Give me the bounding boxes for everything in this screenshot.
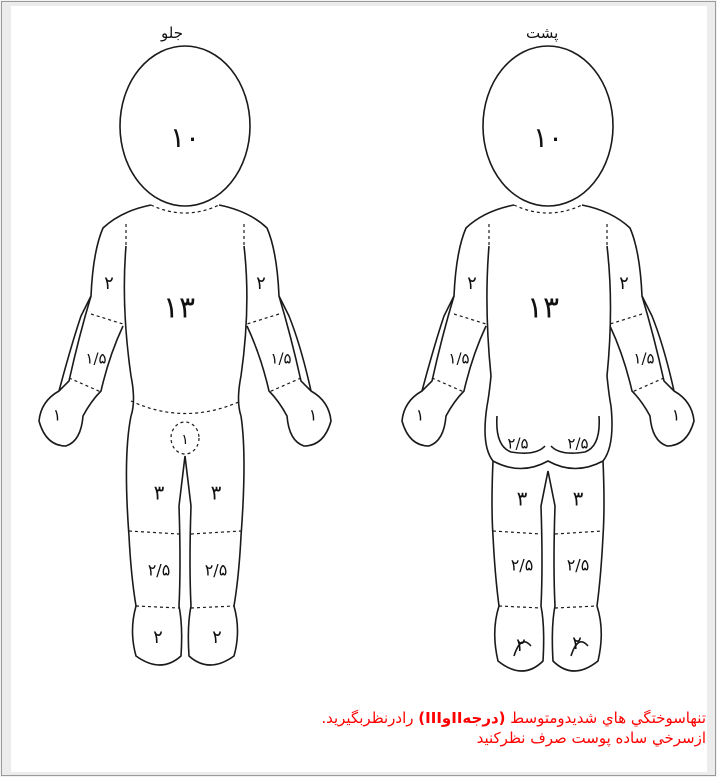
caption: تنهاسوختگي هاي شديدومتوسط (درجهIIوIII) ر… [16,708,706,748]
back-label-upper-arm-left: ۲ [467,273,477,294]
back-title: پشت [526,24,558,43]
front-label-hand-left: ۱ [53,406,62,425]
front-label-upper-arm-left: ۲ [104,273,114,294]
back-label-foot-left: ۲ [516,635,526,656]
back-label-forearm-right: ۱/۵ [633,350,654,368]
back-label-thigh-left: ۳ [517,487,528,511]
body-surface-diagram: جلو ۱۰ ۱۳ ۲ ۲ [11,6,707,706]
front-label-leg-left: ۲/۵ [148,561,171,580]
back-label-thigh-right: ۳ [573,487,584,511]
front-label-leg-right: ۲/۵ [205,561,228,580]
front-shoulder-lines [126,224,244,246]
back-label-head: ۱۰ [533,121,563,154]
back-label-upper-arm-right: ۲ [619,273,629,294]
front-torso-sides [124,246,247,416]
front-legs [126,416,244,665]
back-label-leg-right: ۲/۵ [567,556,590,575]
caption-line-1: تنهاسوختگي هاي شديدومتوسط (درجهIIوIII) ر… [16,708,706,728]
front-waist-line [131,401,241,414]
caption-line-1-post: رادرنظربگيريد. [321,709,413,727]
front-label-thigh-right: ۳ [211,481,222,505]
front-label-forearm-left: ۱/۵ [85,350,106,368]
back-buttocks-outline [485,406,612,469]
front-label-forearm-right: ۱/۵ [270,350,291,368]
front-label-upper-arm-right: ۲ [256,273,266,294]
back-label-buttock-left: ۲/۵ [507,435,528,453]
caption-degree-emphasis: (درجهIIوIII) [418,709,505,727]
back-label-buttock-right: ۲/۵ [567,435,588,453]
front-label-thigh-left: ۳ [154,481,165,505]
front-label-genital: ۱ [181,432,189,448]
caption-line-1-pre: تنهاسوختگي هاي شديدومتوسط [510,709,706,727]
back-label-forearm-left: ۱/۵ [448,350,469,368]
figure-panel: جلو ۱۰ ۱۳ ۲ ۲ [11,6,707,772]
front-figure: جلو ۱۰ ۱۳ ۲ ۲ [39,24,331,665]
front-title: جلو [160,24,183,42]
back-figure: پشت ۱۰ ۱۳ ۲ ۲ ۱/۵ ۱/ [402,24,694,671]
back-label-hand-right: ۱ [672,406,681,425]
front-label-trunk: ۱۳ [163,291,195,326]
back-label-hand-left: ۱ [416,406,425,425]
back-shoulder-lines [489,224,607,246]
back-torso-sides [487,246,611,406]
back-label-foot-right: ۲ [572,633,582,654]
back-right-arm [610,296,694,446]
front-label-head: ۱۰ [170,121,200,154]
front-right-arm [247,296,331,446]
front-label-hand-right: ۱ [309,406,318,425]
back-label-leg-left: ۲/۵ [511,556,534,575]
back-label-trunk: ۱۳ [527,291,559,326]
front-label-foot-right: ۲ [212,627,222,648]
caption-line-2: ازسرخي ساده پوست صرف نظركنيد [16,728,706,748]
front-label-foot-left: ۲ [153,627,163,648]
